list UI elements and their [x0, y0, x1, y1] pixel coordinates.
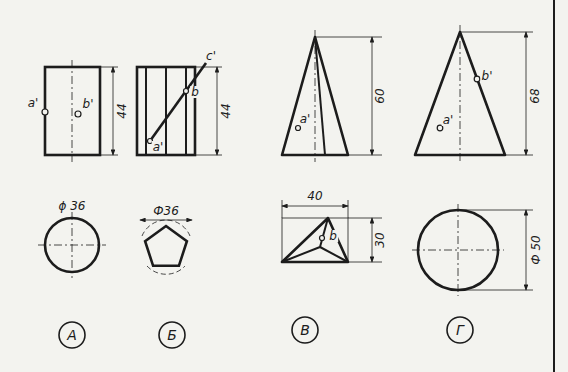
- dimension-value: ϕ 36: [58, 200, 87, 212]
- dimension-value: Ф36: [152, 205, 180, 217]
- point-label: b': [82, 98, 95, 110]
- dimension-value: 68: [529, 87, 541, 104]
- dimension-value: 60: [374, 87, 386, 104]
- dimension-value: 40: [306, 190, 323, 202]
- view-letter-circle: В: [291, 316, 319, 344]
- point-label: b: [328, 230, 338, 242]
- point-label: b': [481, 70, 494, 82]
- point-label: b: [190, 86, 200, 98]
- point-label: a': [299, 113, 312, 125]
- dimension-value: 44: [116, 102, 128, 119]
- view-letter-circle: Б: [158, 321, 186, 349]
- dimension-value: 30: [374, 231, 386, 248]
- point-label: a': [442, 114, 455, 126]
- view-letter-circle: Г: [446, 316, 474, 344]
- point-label: a': [152, 141, 165, 153]
- point-label: c': [205, 50, 217, 62]
- dimension-value: Ф 50: [530, 234, 542, 265]
- view-letter-circle: А: [58, 321, 86, 349]
- view-letter: Б: [158, 321, 186, 349]
- point-label: a': [27, 97, 40, 109]
- dimension-value: 44: [220, 102, 232, 119]
- view-letter: В: [291, 316, 319, 344]
- view-letter: Г: [446, 316, 474, 344]
- view-letter: А: [58, 321, 86, 349]
